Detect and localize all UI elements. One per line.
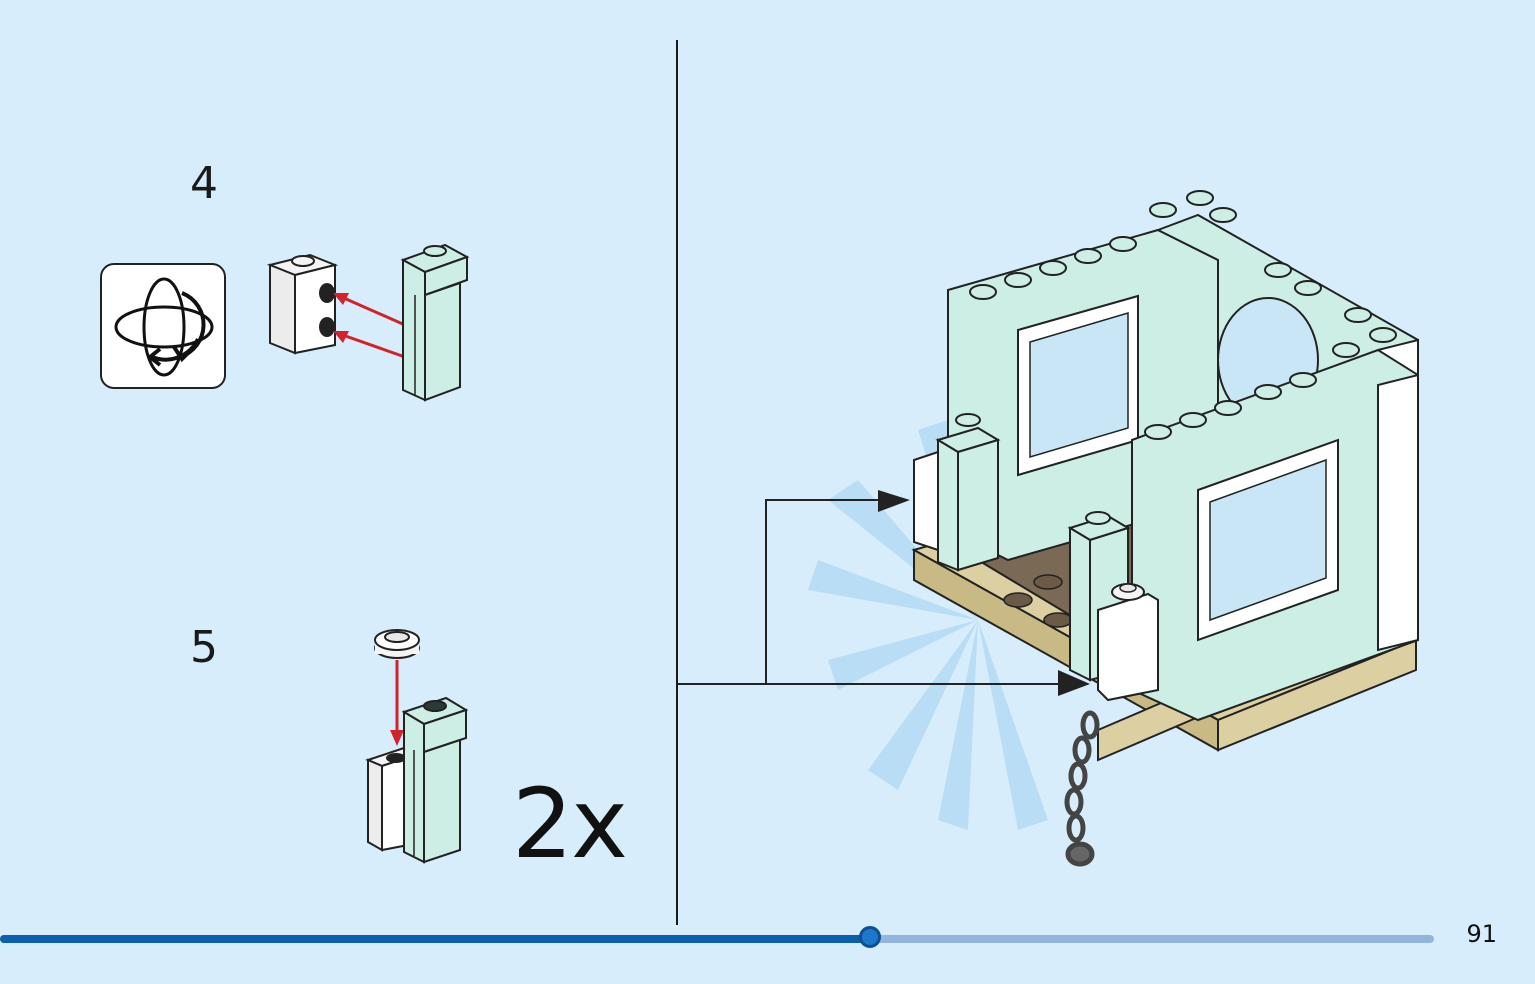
step-number-4: 4 xyxy=(190,158,218,209)
progress-knob[interactable] xyxy=(859,926,881,948)
round-tile xyxy=(374,629,420,659)
rotate-model-icon xyxy=(114,277,214,377)
callout-connector xyxy=(678,490,1090,696)
chain xyxy=(1064,710,1100,867)
top-studs xyxy=(969,190,1397,358)
step-4-parts xyxy=(266,243,470,402)
main-model-illustration xyxy=(678,190,1419,867)
page-number: 91 xyxy=(1466,920,1497,948)
red-arrow-icon xyxy=(333,293,406,359)
column-divider xyxy=(676,40,678,925)
step-number-5: 5 xyxy=(190,622,218,673)
front-pillar xyxy=(1067,511,1159,702)
red-arrow-icon xyxy=(390,660,404,746)
rotate-model-callout xyxy=(100,263,226,389)
quantity-multiplier: 2x xyxy=(512,768,628,880)
progress-fill xyxy=(0,935,870,943)
front-wall xyxy=(1131,348,1419,722)
front-studs xyxy=(1144,372,1317,440)
step-5-parts xyxy=(365,629,469,864)
mint-white-brick-assembly xyxy=(365,696,469,864)
white-brick-side-studs xyxy=(266,253,339,355)
left-pillar xyxy=(913,413,1001,572)
mint-tall-brick xyxy=(400,243,470,402)
